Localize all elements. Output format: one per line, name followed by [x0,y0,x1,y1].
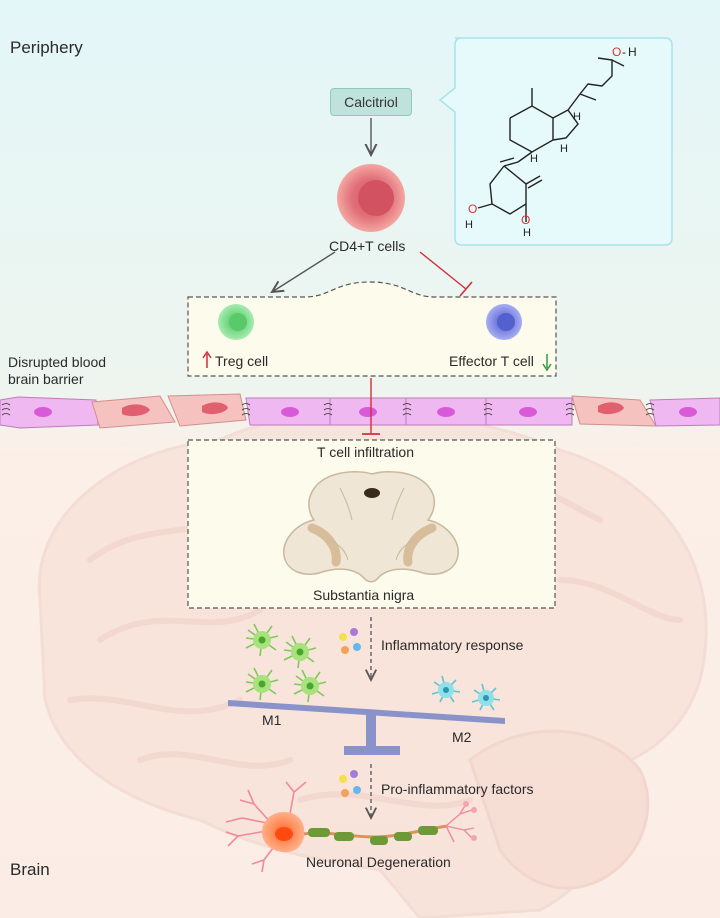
h-ring-3: H [573,111,581,123]
treg-cell [218,304,254,340]
svg-text:-: - [622,45,626,59]
cd4-t-cell [337,164,405,232]
blood-brain-barrier [0,393,720,429]
bbb-label-line1: Disrupted blood [8,354,107,370]
treg-up-arrow [202,350,212,368]
m1-label: M1 [262,712,282,728]
substantia-label: Substantia nigra [313,587,415,603]
cd4-label: CD4+T cells [329,238,406,254]
inhibit-infiltration [362,378,380,435]
region-periphery: Periphery [10,38,83,57]
oh-o-left: O [468,202,477,216]
h-ring-2: H [560,143,568,155]
oh-o-right: O [521,213,530,227]
inhibit-cd4-effector [419,251,473,297]
treg-label: Treg cell [215,353,269,369]
bbb-label-line2: brain barrier [8,371,84,387]
substantia-nigra-slice [283,471,459,583]
oh-o-top: O [612,45,621,59]
infiltration-label: T cell infiltration [317,444,415,460]
m2-label: M2 [452,729,472,745]
oh-h-left: H [465,219,473,231]
region-brain: Brain [10,860,50,879]
m2-microglia [431,675,501,711]
oh-h-right: H [523,227,531,239]
arrow-cd4-treg [272,251,336,292]
inflammatory-label: Inflammatory response [381,637,524,653]
m1-microglia [245,623,327,703]
h-ring-1: H [530,153,538,165]
effector-down-arrow [542,354,552,372]
effector-cell [486,304,522,340]
cytokines-2 [339,770,361,797]
pro-label: Pro-inflammatory factors [381,781,534,797]
neuron [225,781,477,873]
calcitriol-structure: O - H O H O H H H H [438,37,673,246]
balance-scale [228,700,505,755]
calcitriol-label: Calcitriol [330,88,412,116]
cytokines-1 [339,628,361,654]
oh-h-top: H [628,45,637,59]
t-cell-box [187,281,557,377]
neuronal-label: Neuronal Degeneration [306,854,451,870]
effector-label: Effector T cell [449,353,534,369]
